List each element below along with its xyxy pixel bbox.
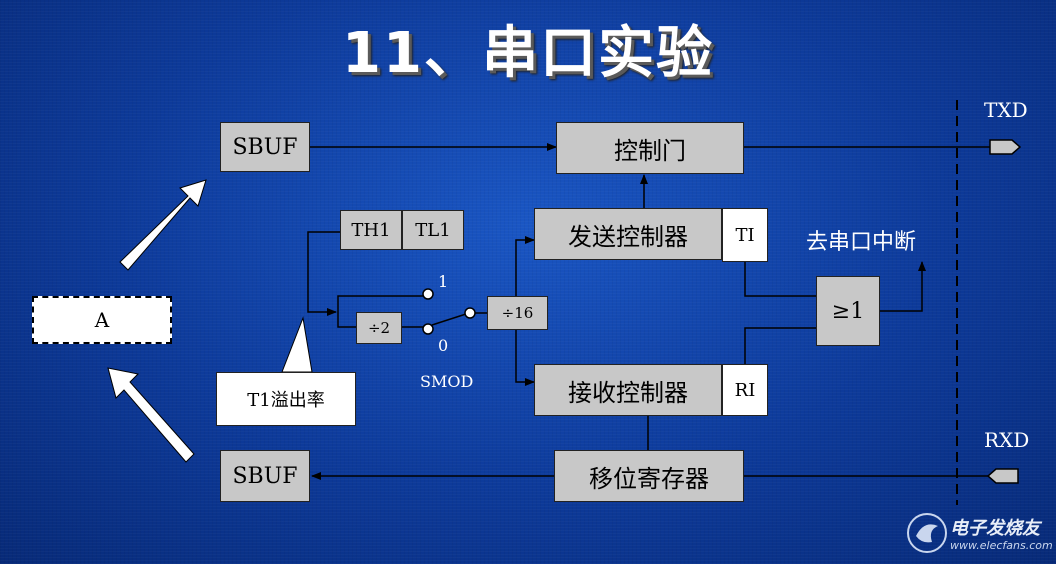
watermark: 电子发烧友 www.elecfans.com <box>906 512 1053 556</box>
or-gate-box: ≥1 <box>816 276 880 346</box>
ri-flag-box: RI <box>722 364 768 416</box>
up-arrow-to-sbuf <box>119 179 207 271</box>
div16-box: ÷16 <box>487 296 548 330</box>
a-box: A <box>32 296 172 344</box>
watermark-brand: 电子发烧友 <box>950 518 1040 539</box>
sbuf-bottom-box: SBUF <box>220 450 310 502</box>
rxd-label: RXD <box>984 428 1030 452</box>
smod-label: SMOD <box>420 372 474 391</box>
tl1-box: TL1 <box>402 210 464 250</box>
rxd-pin <box>986 468 1019 484</box>
div2-box: ÷2 <box>356 312 402 344</box>
interrupt-label: 去串口中断 <box>806 230 917 255</box>
th1-box: TH1 <box>340 210 402 250</box>
control-gate-box: 控制门 <box>556 122 744 174</box>
sbuf-top-box: SBUF <box>220 122 310 172</box>
recv-controller-box: 接收控制器 <box>534 364 722 416</box>
watermark-url: www.elecfans.com <box>950 539 1053 552</box>
t1-overflow-callout: T1溢出率 <box>216 372 356 426</box>
ti-flag-box: TI <box>722 208 768 262</box>
txd-label: TXD <box>984 98 1028 122</box>
switch-1-label: 1 <box>438 272 449 291</box>
txd-pin <box>989 139 1022 155</box>
callout-pointer <box>281 316 313 373</box>
switch-0-label: 0 <box>438 336 449 355</box>
send-controller-box: 发送控制器 <box>534 208 722 260</box>
down-arrow-from-sbuf <box>107 367 195 463</box>
page-title: 11、串口实验 <box>342 21 714 86</box>
shift-register-box: 移位寄存器 <box>554 450 744 502</box>
elecfans-logo-icon <box>907 513 947 553</box>
